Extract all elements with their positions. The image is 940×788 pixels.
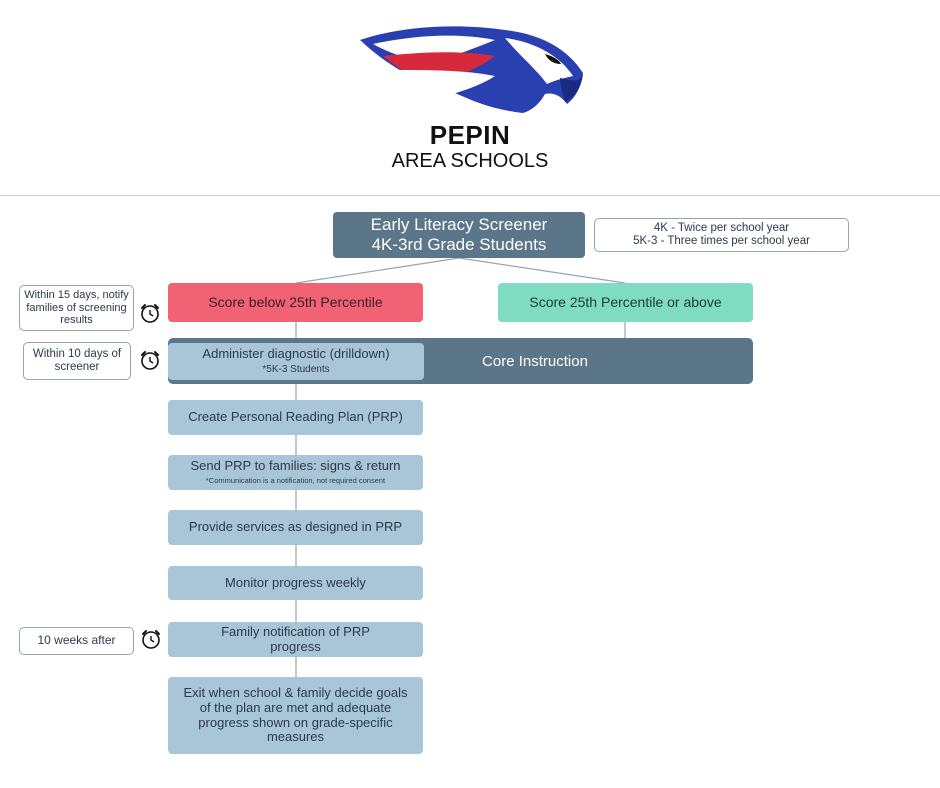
step-monitor-progress: Monitor progress weekly [168,566,423,600]
timing-note-10-days: Within 10 days of screener [23,342,131,380]
alarm-clock-icon [142,630,160,649]
brand-name: PEPIN [429,120,511,150]
frequency-note: 4K - Twice per school year 5K-3 - Three … [594,218,849,252]
score-above-box: Score 25th Percentile or above [498,283,753,322]
step-exit: Exit when school & family decide goals o… [168,677,423,754]
eagle-logo [355,18,585,118]
screener-title: Early Literacy Screener 4K-3rd Grade Stu… [333,212,585,258]
alarm-clock-icon [141,304,159,323]
score-below-box: Score below 25th Percentile [168,283,423,322]
step-provide-services: Provide services as designed in PRP [168,510,423,545]
brand-subtitle: AREA SCHOOLS [391,150,549,172]
step-send-prp: Send PRP to families: signs & return *Co… [168,455,423,490]
diagnostic-step: Administer diagnostic (drilldown) *5K-3 … [168,343,424,380]
step-create-prp: Create Personal Reading Plan (PRP) [168,400,423,435]
divider [0,195,940,196]
timing-note-10-weeks: 10 weeks after [19,627,134,655]
step-family-notification: Family notification of PRP progress [168,622,423,657]
alarm-clock-icon [141,351,159,370]
core-instruction-label: Core Instruction [482,352,588,370]
timing-note-15-days: Within 15 days, notify families of scree… [19,285,134,331]
